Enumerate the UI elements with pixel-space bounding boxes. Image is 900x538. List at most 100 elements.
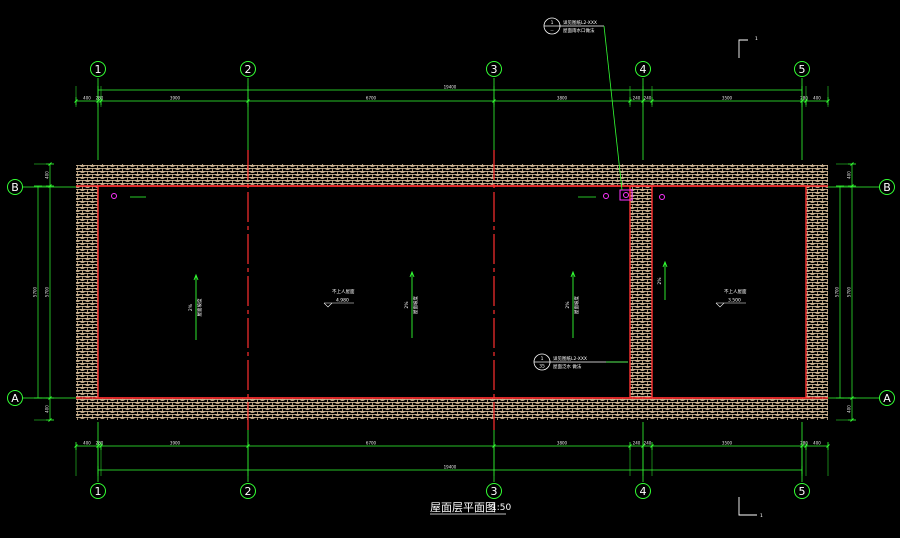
dim-total: 19400	[444, 85, 457, 90]
axis-label: B	[883, 181, 891, 194]
dim-segment: 3900	[170, 96, 181, 101]
dim-segment: 240	[644, 441, 652, 446]
dim-segment: 5700	[45, 286, 50, 297]
dim-segment: 6700	[366, 441, 377, 446]
dim-segment: 400	[83, 96, 91, 101]
slope-label: 2%	[188, 303, 194, 311]
dim-segment: 400	[813, 96, 821, 101]
axis-bubble-top-2: 2	[240, 61, 256, 77]
slope-arrow: 2%屋面坡度	[565, 270, 580, 338]
drain-icon	[111, 193, 117, 199]
axis-label: 3	[491, 63, 498, 76]
dim-segment: 3900	[170, 441, 181, 446]
callout-text: 详见图纸L2-XXX	[553, 355, 587, 362]
axis-label: B	[11, 181, 19, 194]
dim-segment: 400	[45, 405, 50, 413]
axis-bubble-top-4: 4	[635, 61, 651, 77]
axis-label: 1	[95, 485, 102, 498]
axis-label: 2	[245, 485, 252, 498]
dim-segment: 240	[633, 441, 641, 446]
slope-label: 2%	[404, 301, 410, 309]
dim-segment: 400	[847, 405, 852, 413]
corner-mark-top: 1	[755, 36, 758, 42]
slope-note: 屋面坡度	[573, 296, 580, 314]
axis-bubble-bottom-5: 5	[794, 483, 810, 499]
axis-bubble-bottom-1: 1	[90, 483, 106, 499]
dim-total: 5700	[33, 286, 38, 297]
axis-label: 5	[799, 63, 806, 76]
roof-note-label: 不上人屋面	[724, 288, 747, 295]
dim-segment: 5700	[847, 286, 852, 297]
roof-tile-bands	[76, 164, 828, 420]
dim-total: 5700	[835, 286, 840, 297]
axis-label: 4	[640, 63, 647, 76]
axis-bubble-top-5: 5	[794, 61, 810, 77]
drain-icon	[603, 193, 609, 199]
drawing-title: 屋面层平面图	[430, 501, 496, 514]
roof-note-elevation: 3.500	[728, 298, 741, 304]
dashed-beams	[247, 150, 495, 430]
callout-sheet: --	[550, 29, 554, 34]
dim-segment: 400	[45, 171, 50, 179]
dim-segment: 3500	[722, 441, 733, 446]
dim-segment: 3800	[557, 96, 568, 101]
dimension-chain-right: 400 5700 400 5700	[835, 162, 856, 422]
grid-lines	[22, 78, 880, 482]
dim-total: 19400	[444, 465, 457, 470]
corner-marks	[738, 39, 757, 516]
callout-text: 屋面泛水 做法	[553, 363, 582, 370]
roof-elevation-note: 不上人屋面 3.500	[715, 288, 747, 308]
dim-segment: 3800	[557, 441, 568, 446]
callout-text: 屋面雨水口做法	[563, 27, 595, 34]
axis-label: 3	[491, 485, 498, 498]
dim-segment: 240	[644, 96, 652, 101]
roof-note-label: 不上人屋面	[332, 288, 355, 295]
dim-segment: 240	[633, 96, 641, 101]
axis-bubble-right-A: A	[879, 390, 895, 406]
drain-icon	[659, 194, 665, 200]
corner-mark-bottom: 1	[760, 513, 763, 519]
callout-number: 1	[541, 356, 544, 362]
axis-bubble-right-B: B	[879, 179, 895, 195]
tile-band-top	[76, 164, 828, 186]
axis-bubble-bottom-2: 2	[240, 483, 256, 499]
axis-label: A	[11, 392, 19, 405]
axis-label: 5	[799, 485, 806, 498]
drawing-scale: 1:50	[491, 503, 511, 513]
slope-label: 2%	[657, 277, 663, 285]
axis-bubble-left-A: A	[7, 390, 23, 406]
slope-arrow: 2%	[657, 260, 668, 300]
tile-band-left	[76, 186, 98, 398]
axis-label: 2	[245, 63, 252, 76]
slope-arrow: 2%屋面坡度	[404, 270, 419, 338]
tile-band-right	[806, 186, 828, 398]
tile-band-middle	[630, 186, 652, 398]
axis-bubble-top-1: 1	[90, 61, 106, 77]
axis-label: A	[883, 392, 891, 405]
roof-drains	[111, 189, 665, 201]
callout-number: 1	[551, 20, 554, 26]
dim-segment: 6700	[366, 96, 377, 101]
slope-note: 屋面坡度	[196, 298, 203, 316]
callout-sheet: 35	[539, 364, 545, 370]
slope-arrow: 2%屋面坡度	[188, 273, 203, 340]
dim-segment: 400	[847, 171, 852, 179]
dim-segment: 400	[83, 441, 91, 446]
dim-segment: 400	[813, 441, 821, 446]
axis-label: 1	[95, 63, 102, 76]
dim-segment: 280	[96, 96, 104, 101]
dim-segment: 3500	[722, 96, 733, 101]
slope-label: 2%	[565, 301, 571, 309]
roof-outline	[76, 185, 828, 399]
axis-bubble-left-B: B	[7, 179, 23, 195]
